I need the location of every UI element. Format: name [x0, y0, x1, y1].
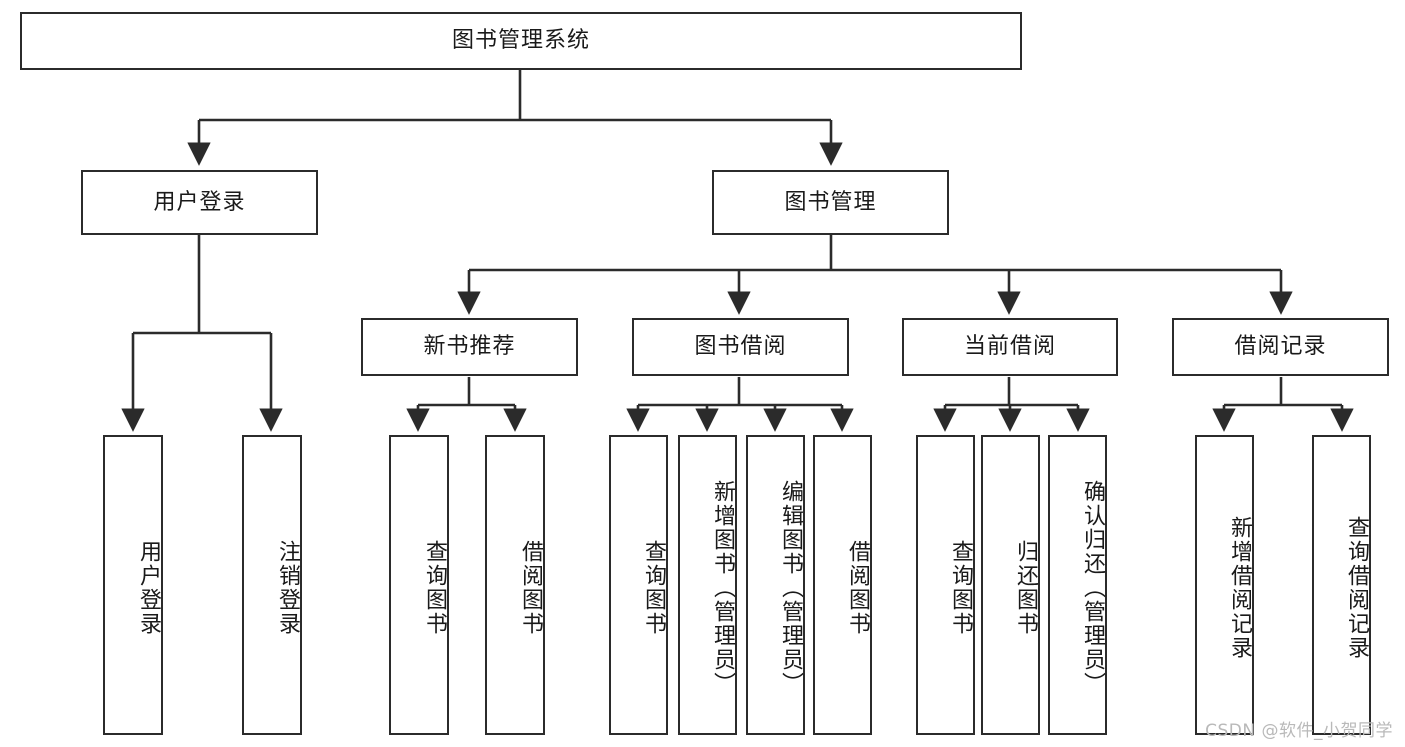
node-label: 注销登录 [275, 540, 300, 636]
leaf-add-borrow-record[interactable]: 新增借阅记录 [1195, 435, 1254, 735]
node-label: 图书借阅 [694, 334, 787, 360]
leaf-borrow-book[interactable]: 借阅图书 [813, 435, 872, 735]
node-label: 查询图书 [948, 540, 973, 636]
node-label: 新增借阅记录 [1227, 516, 1252, 660]
leaf-query-book-current[interactable]: 查询图书 [916, 435, 975, 735]
node-label: 确认归还（管理员） [1080, 480, 1105, 696]
leaf-query-book-borrow[interactable]: 查询图书 [609, 435, 668, 735]
node-label: 用户登录 [153, 189, 246, 215]
node-root-book-management-system[interactable]: 图书管理系统 [20, 12, 1022, 70]
node-label: 新增图书（管理员） [710, 480, 735, 696]
node-label: 归还图书 [1013, 540, 1038, 636]
node-label: 编辑图书（管理员） [778, 480, 803, 696]
node-label: 借阅记录 [1234, 334, 1327, 360]
leaf-add-book-admin[interactable]: 新增图书（管理员） [678, 435, 737, 735]
leaf-confirm-return-admin[interactable]: 确认归还（管理员） [1048, 435, 1107, 735]
node-label: 用户登录 [136, 540, 161, 636]
leaf-user-login[interactable]: 用户登录 [103, 435, 163, 735]
leaf-edit-book-admin[interactable]: 编辑图书（管理员） [746, 435, 805, 735]
leaf-borrow-book-recommend[interactable]: 借阅图书 [485, 435, 545, 735]
leaf-return-book[interactable]: 归还图书 [981, 435, 1040, 735]
node-label: 查询图书 [641, 540, 666, 636]
node-label: 借阅图书 [518, 540, 543, 636]
node-label: 借阅图书 [845, 540, 870, 636]
node-new-book-recommend[interactable]: 新书推荐 [361, 318, 578, 376]
leaf-query-borrow-record[interactable]: 查询借阅记录 [1312, 435, 1371, 735]
node-label: 查询图书 [422, 540, 447, 636]
node-book-management[interactable]: 图书管理 [712, 170, 949, 235]
node-book-borrow[interactable]: 图书借阅 [632, 318, 849, 376]
node-label: 新书推荐 [423, 334, 516, 360]
node-current-borrow[interactable]: 当前借阅 [902, 318, 1118, 376]
node-label: 当前借阅 [963, 334, 1056, 360]
node-label: 图书管理 [784, 189, 877, 215]
leaf-query-book-recommend[interactable]: 查询图书 [389, 435, 449, 735]
node-borrow-record[interactable]: 借阅记录 [1172, 318, 1389, 376]
leaf-logout[interactable]: 注销登录 [242, 435, 302, 735]
node-label: 图书管理系统 [451, 28, 590, 54]
node-user-login[interactable]: 用户登录 [81, 170, 318, 235]
node-label: 查询借阅记录 [1344, 516, 1369, 660]
